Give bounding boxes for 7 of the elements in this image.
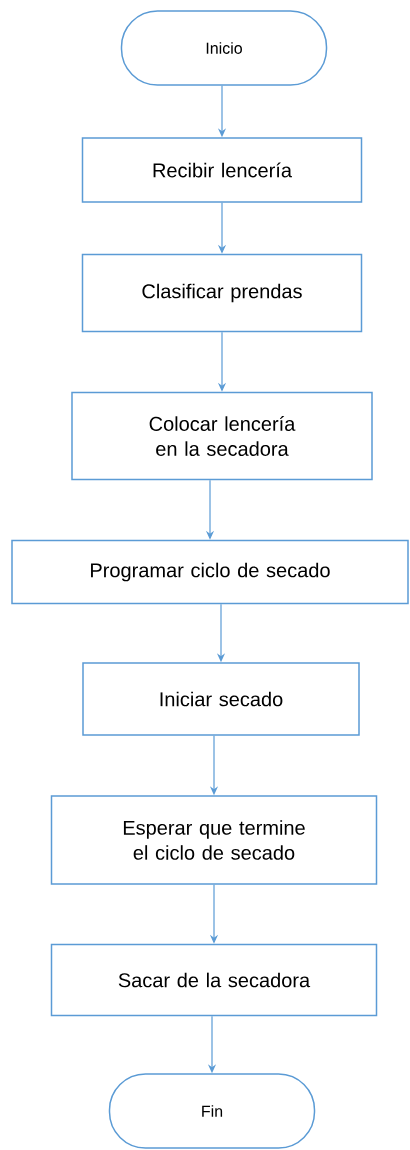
process-box: Esperar que termine el ciclo de secado [50,795,378,885]
process-box: Sacar de la secadora [50,943,378,1017]
process-box: Clasificar prendas [81,253,363,333]
process-box: Programar ciclo de secado [11,539,409,605]
process-box: Colocar lencería en la secadora [71,391,373,481]
process-box: Recibir lencería [81,137,363,203]
process-box: Iniciar secado [82,662,360,736]
